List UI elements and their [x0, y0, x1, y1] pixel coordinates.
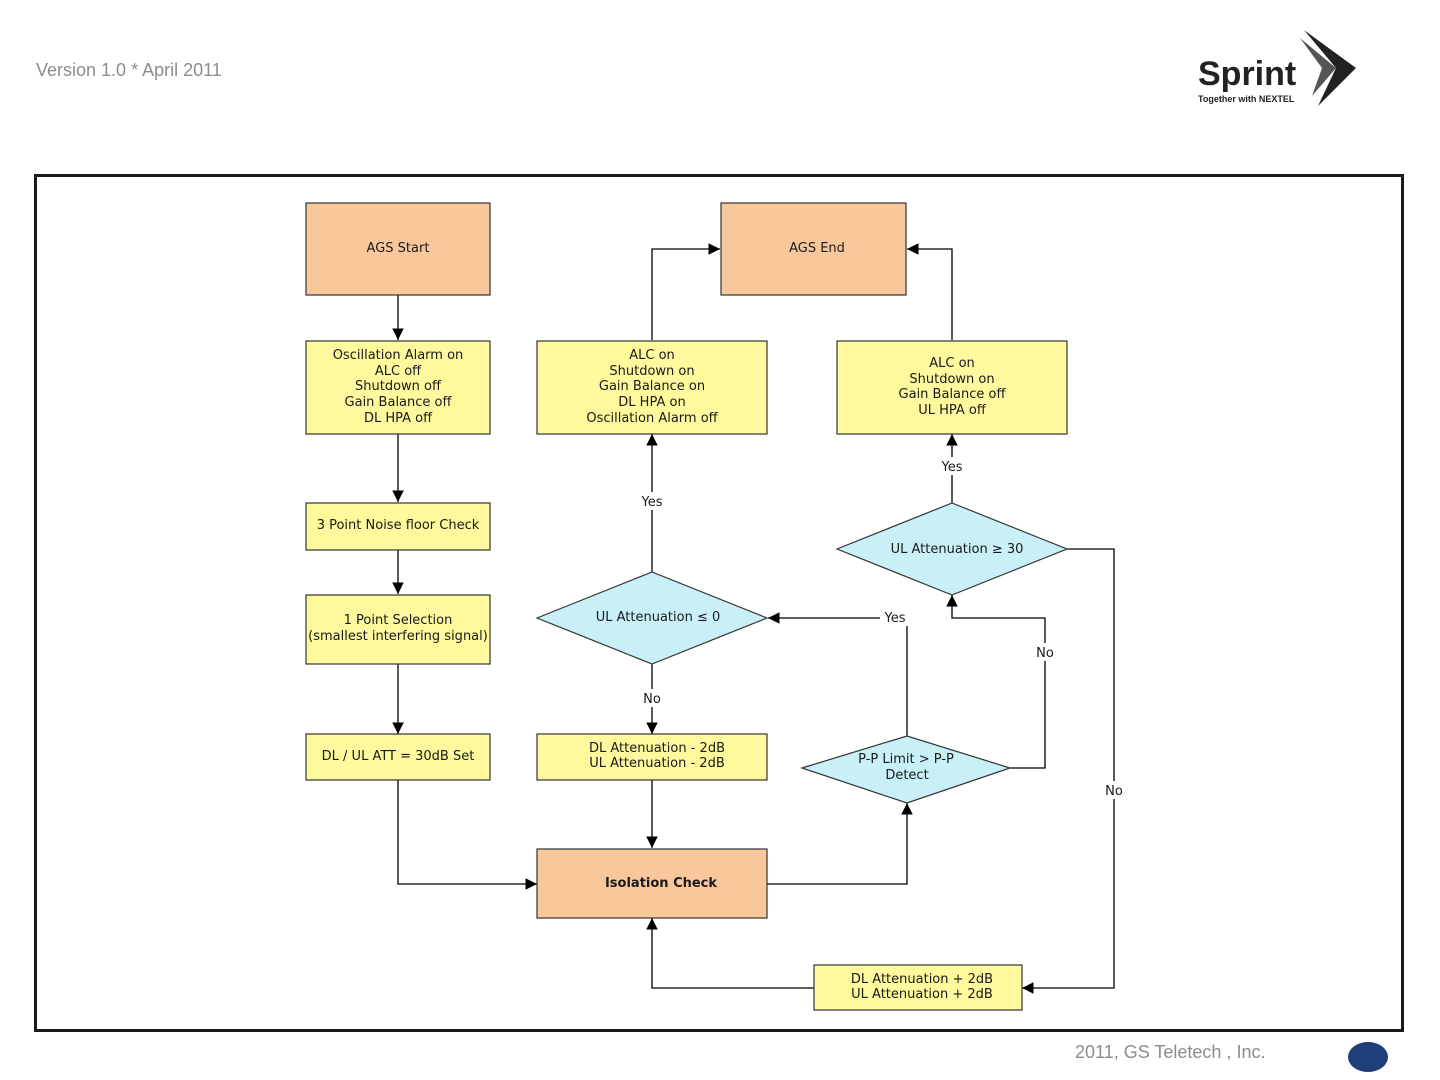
- svg-text:DL Attenuation - 2dB: DL Attenuation - 2dB: [589, 741, 725, 756]
- svg-text:UL Attenuation + 2dB: UL Attenuation + 2dB: [851, 987, 993, 1002]
- sprint-wing-icon: [1304, 30, 1356, 106]
- svg-text:Gain Balance off: Gain Balance off: [345, 395, 453, 410]
- label-no-pp: No: [1036, 646, 1054, 661]
- svg-text:ALC off: ALC off: [375, 364, 422, 379]
- svg-text:Gain Balance off: Gain Balance off: [899, 387, 1007, 402]
- svg-text:DL / UL ATT = 30dB Set: DL / UL ATT = 30dB Set: [322, 749, 475, 764]
- svg-text:P-P Limit > P-P: P-P Limit > P-P: [858, 752, 954, 767]
- svg-text:DL HPA on: DL HPA on: [618, 395, 685, 410]
- node-point-selection: 1 Point Selection (smallest interfering …: [305, 594, 491, 665]
- edge-plus-isolation: [646, 918, 814, 989]
- svg-text:UL Attenuation ≤ 0: UL Attenuation ≤ 0: [596, 610, 721, 625]
- node-ags-end: AGS End: [720, 202, 907, 296]
- node-end-settings-dl: ALC on Shutdown on Gain Balance on DL HP…: [536, 340, 768, 435]
- svg-text:3 Point Noise floor Check: 3 Point Noise floor Check: [317, 518, 480, 533]
- logo-brand: Sprint: [1198, 55, 1296, 93]
- page-indicator-dot: [1348, 1042, 1388, 1072]
- logo-tagline: Together with NEXTEL: [1198, 94, 1295, 104]
- sprint-logo: Sprint Together with NEXTEL: [1196, 28, 1366, 108]
- svg-text:Shutdown on: Shutdown on: [609, 364, 694, 379]
- svg-text:DL HPA off: DL HPA off: [364, 411, 433, 426]
- svg-text:UL Attenuation - 2dB: UL Attenuation - 2dB: [589, 756, 725, 771]
- edge-pp-no-ge30: [946, 595, 1046, 769]
- svg-text:(smallest interfering signal): (smallest interfering signal): [308, 629, 488, 644]
- svg-text:Oscillation Alarm on: Oscillation Alarm on: [333, 348, 464, 363]
- node-decision-ul-le0: UL Attenuation ≤ 0: [535, 571, 769, 665]
- svg-text:AGS End: AGS End: [789, 241, 845, 256]
- svg-text:UL HPA off: UL HPA off: [918, 403, 987, 418]
- node-end-settings-ul: ALC on Shutdown on Gain Balance off UL H…: [836, 340, 1068, 435]
- svg-text:Isolation Check: Isolation Check: [605, 876, 717, 891]
- svg-text:Gain Balance on: Gain Balance on: [599, 379, 705, 394]
- svg-text:ALC on: ALC on: [629, 348, 675, 363]
- version-label: Version 1.0 * April 2011: [36, 60, 222, 80]
- svg-text:Detect: Detect: [885, 768, 928, 783]
- label-yes-le0: Yes: [641, 495, 663, 510]
- edge-dlset-end: [651, 243, 720, 340]
- node-init-settings: Oscillation Alarm on ALC off Shutdown of…: [305, 340, 491, 435]
- node-noise-floor: 3 Point Noise floor Check: [305, 502, 491, 551]
- svg-text:Shutdown on: Shutdown on: [909, 372, 994, 387]
- sprint-logo-graphic: Sprint Together with NEXTEL: [1198, 30, 1356, 106]
- svg-text:Oscillation Alarm off: Oscillation Alarm off: [586, 411, 718, 426]
- edge-ulset-end: [907, 243, 953, 340]
- svg-text:DL Attenuation + 2dB: DL Attenuation + 2dB: [851, 972, 993, 987]
- copyright-footer: 2011, GS Teletech , Inc.: [1075, 1042, 1266, 1062]
- edge-labels: Yes No Yes No Yes No: [638, 457, 1126, 799]
- node-isolation-check: Isolation Check: [536, 848, 768, 919]
- label-no-le0: No: [643, 692, 661, 707]
- svg-text:1 Point Selection: 1 Point Selection: [344, 613, 453, 628]
- node-att-plus: DL Attenuation + 2dB UL Attenuation + 2d…: [813, 964, 1023, 1011]
- svg-text:AGS Start: AGS Start: [367, 241, 430, 256]
- node-decision-pp-limit: P-P Limit > P-P Detect: [800, 735, 1012, 804]
- edge-ge30-no: [1022, 548, 1115, 994]
- diagram-frame: [34, 174, 1404, 1032]
- label-yes-pp: Yes: [884, 611, 906, 626]
- edge-pp-yes-le0: [768, 612, 908, 736]
- svg-text:Shutdown off: Shutdown off: [355, 379, 442, 394]
- connectors: [392, 243, 1115, 994]
- svg-text:ALC on: ALC on: [929, 356, 975, 371]
- node-decision-ul-ge30: UL Attenuation ≥ 30: [835, 502, 1069, 596]
- edge-att-isolation: [397, 780, 537, 890]
- node-att-minus: DL Attenuation - 2dB UL Attenuation - 2d…: [536, 733, 768, 781]
- node-att-set: DL / UL ATT = 30dB Set: [305, 733, 491, 781]
- label-no-ge30: No: [1105, 784, 1123, 799]
- node-ags-start: AGS Start: [305, 202, 491, 296]
- label-yes-ge30: Yes: [941, 460, 963, 475]
- edge-isolation-pp: [767, 803, 913, 885]
- svg-text:UL Attenuation ≥ 30: UL Attenuation ≥ 30: [891, 542, 1024, 557]
